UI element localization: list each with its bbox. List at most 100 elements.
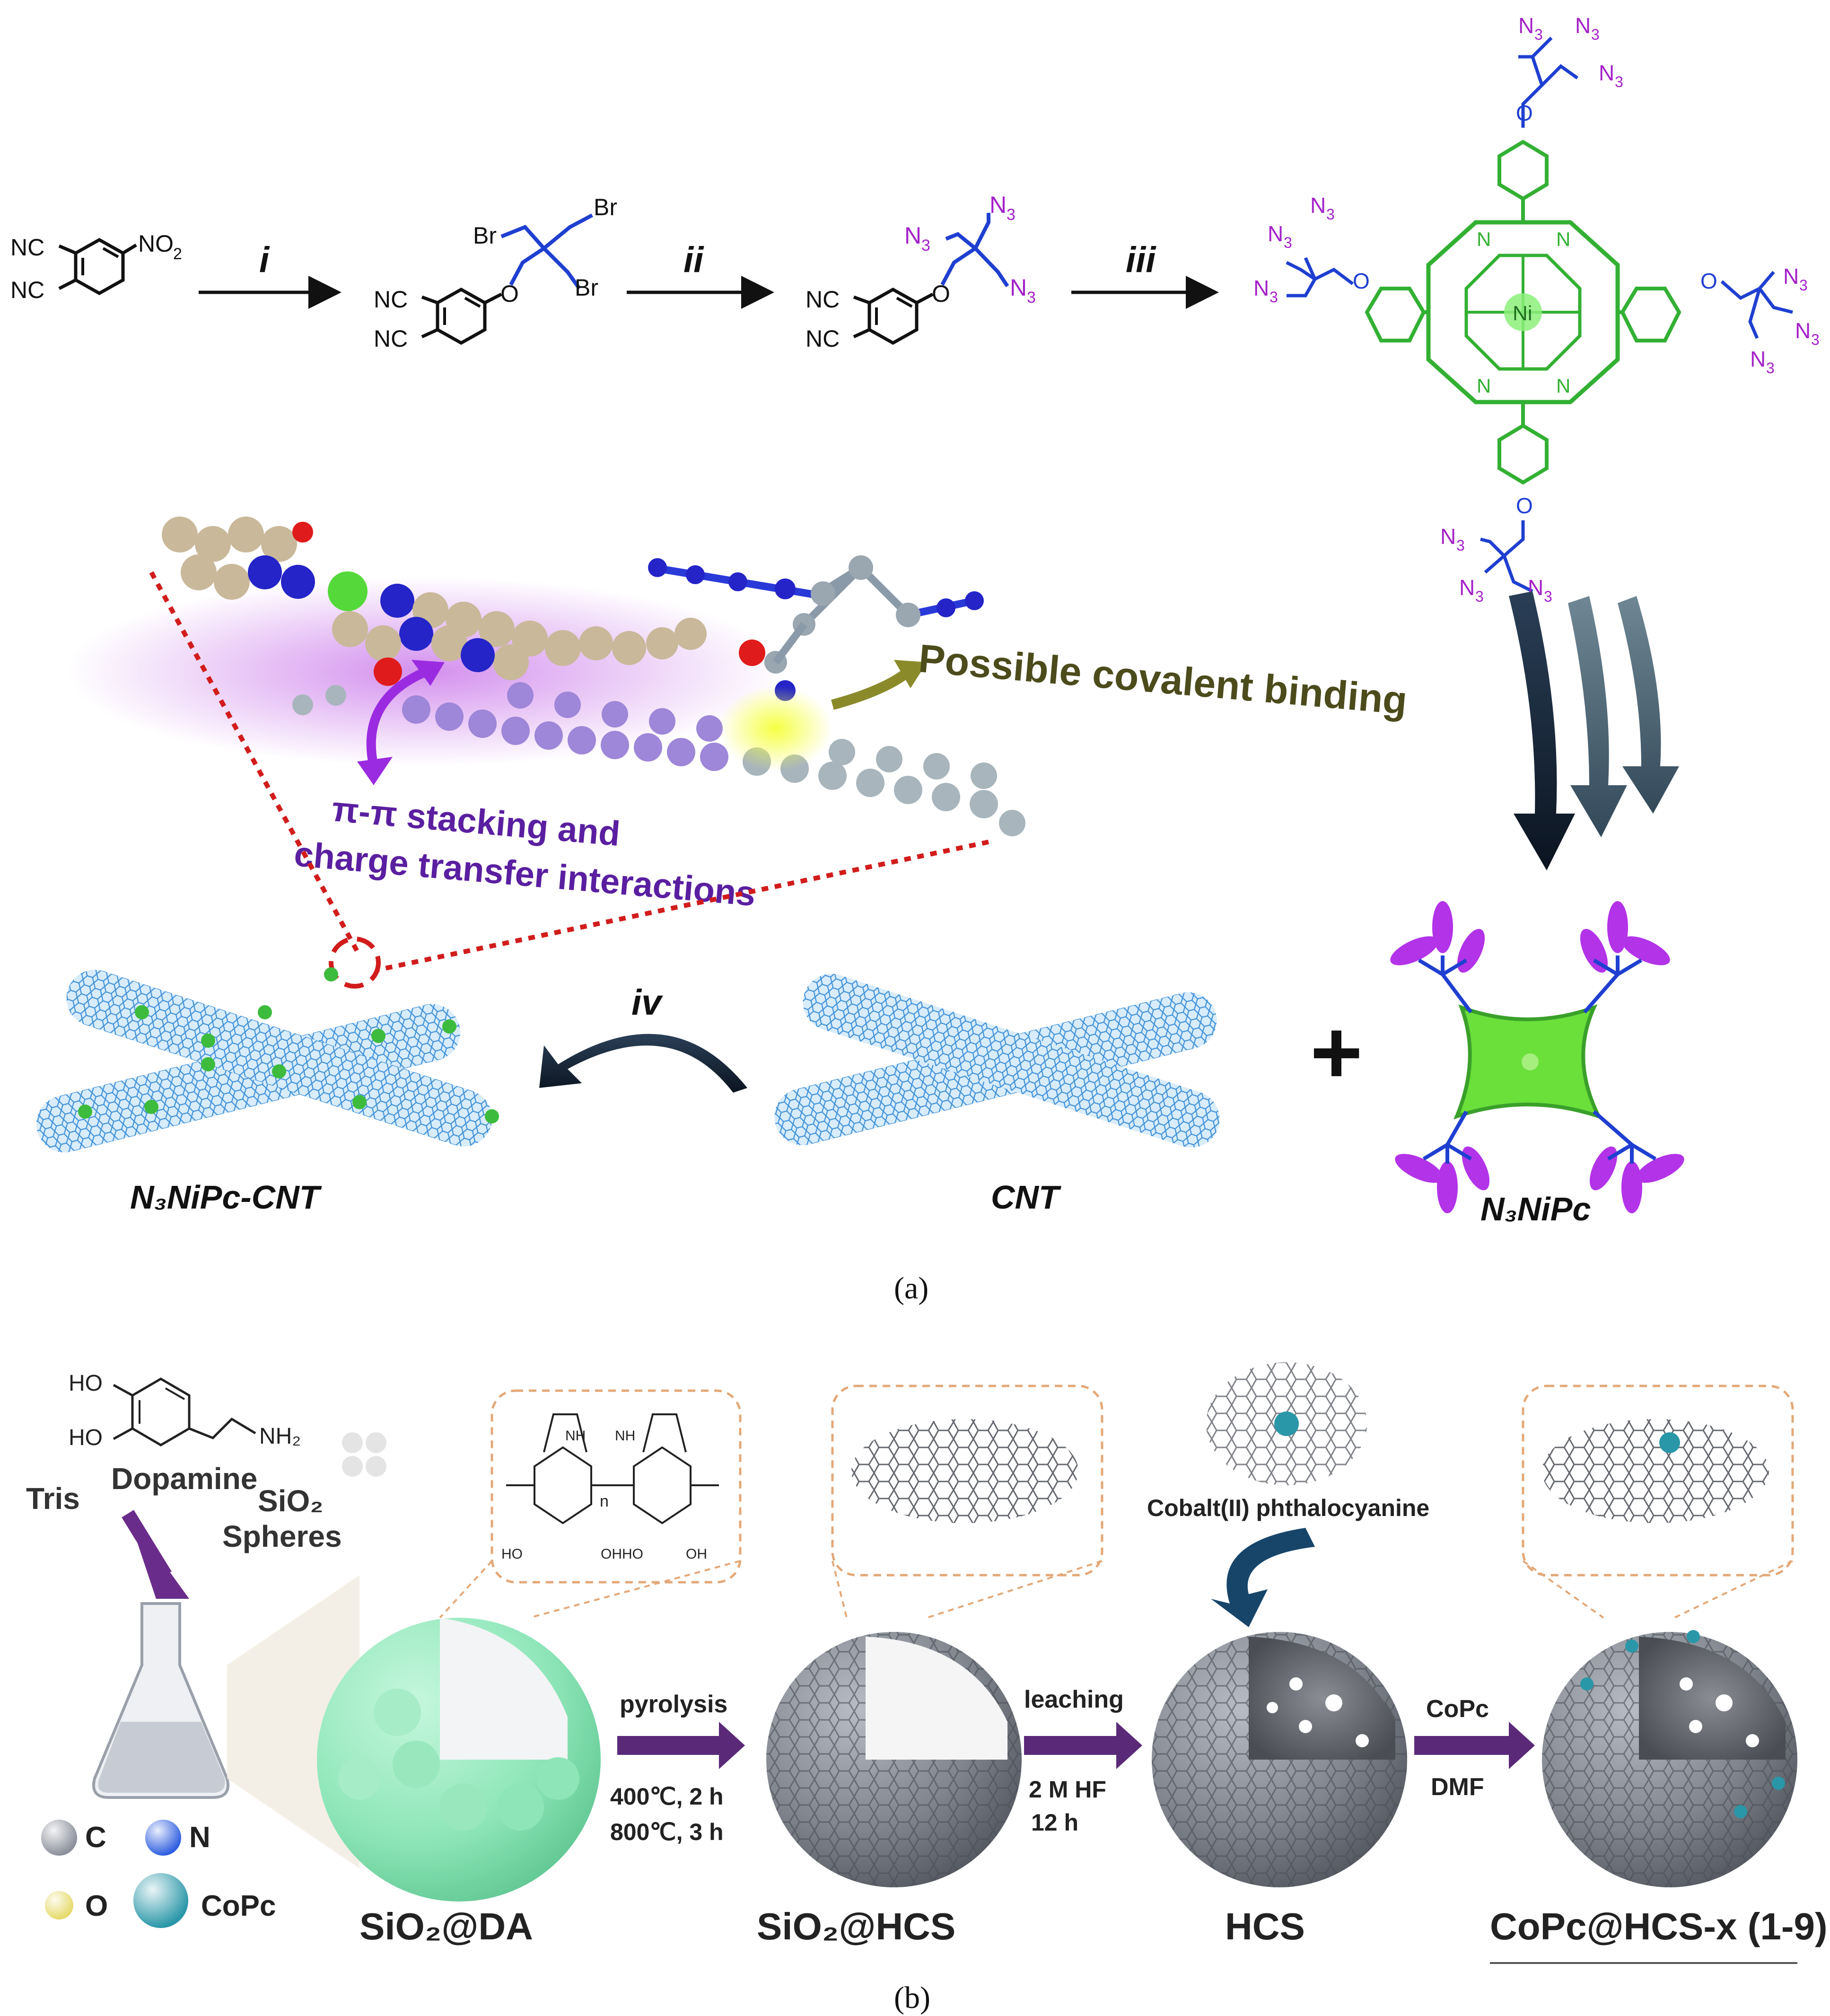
zoom-lines: [149, 571, 989, 989]
sphere-hcs: [1152, 1632, 1407, 1887]
flask-icon: [92, 1602, 229, 1799]
n3-label: N: [1599, 61, 1614, 85]
tris-label: Tris: [26, 1481, 80, 1516]
br-label: Br: [594, 194, 617, 220]
leaching-step1: 2 M HF: [1029, 1776, 1106, 1803]
sphere-sio2-hcs: [766, 1632, 1022, 1887]
molecule-n3nipc: Ni N N N N O O O O N 3 N 3 N 3 N 3: [1253, 13, 1820, 605]
n3-label: N: [1459, 575, 1475, 600]
nh-label: NH: [615, 1428, 635, 1444]
step-iv-arrow: [539, 1034, 747, 1093]
hcs-inset: [831, 1385, 1103, 1577]
n3-subscript: 3: [1591, 26, 1600, 43]
sio2-spheres-icon: [342, 1432, 386, 1477]
n3-subscript: 3: [1475, 588, 1484, 605]
legend-copc-label: CoPc: [201, 1890, 276, 1922]
pc-n-label: N: [1556, 375, 1570, 397]
interaction-model: Possible covalent binding π-π stacking a…: [66, 517, 1409, 913]
caption-a: (a): [894, 1271, 928, 1306]
ni-label: Ni: [1513, 302, 1532, 325]
sphere-copc-hcs: [1542, 1630, 1797, 1887]
n3-label: N: [1268, 221, 1283, 246]
step-i-label: i: [259, 240, 270, 280]
nc-label: NC: [374, 325, 408, 352]
n3-label: N: [989, 192, 1007, 218]
n3-label: N: [1750, 347, 1766, 371]
copc-molecule: [1206, 1362, 1367, 1485]
label-copc-hcs: CoPc@HCS-x (1-9): [1490, 1905, 1828, 1947]
pyrolysis-label: pyrolysis: [620, 1691, 727, 1718]
pc-ether-o: O: [1516, 493, 1533, 518]
n3-label: N: [1010, 274, 1027, 301]
label-sio2-hcs: SiO₂@HCS: [757, 1905, 955, 1947]
nc-label: NC: [806, 286, 840, 313]
atom-legend: C N O CoPc: [41, 1820, 276, 1928]
n3-label: N: [1783, 264, 1799, 289]
process-arrows: [617, 1722, 1535, 1769]
step-iv-label: iv: [631, 982, 663, 1023]
ohho-label: OHHO: [601, 1546, 643, 1562]
molecule-nitrophthalonitrile: NC NC NO 2: [10, 230, 182, 303]
n3-subscript: 3: [1534, 26, 1543, 43]
spheres-label: Spheres: [222, 1519, 342, 1553]
covalent-annotation: Possible covalent binding: [917, 636, 1409, 723]
nc-label: NC: [374, 286, 408, 313]
cnt-wall: [292, 682, 1025, 836]
covalent-arrow: [831, 667, 911, 710]
pc-ether-o: O: [1353, 269, 1370, 293]
label-sio2-da: SiO₂@DA: [359, 1905, 533, 1947]
n3-subscript: 3: [921, 237, 930, 254]
n3-label: N: [1795, 318, 1811, 343]
nh-label: NH: [565, 1428, 586, 1444]
zoom-circle: [329, 937, 381, 989]
label-n3nipc-cnt: N₃NiPc-CNT: [130, 1179, 322, 1216]
molecule-tribromo-ether: NC NC O Br Br Br: [374, 194, 617, 352]
n3-label: N: [1575, 13, 1591, 38]
legend-o-label: O: [85, 1890, 108, 1922]
oh-label: OH: [686, 1546, 707, 1562]
ho-label: HO: [69, 1425, 103, 1450]
stacking-annotation-line2: charge transfer interactions: [293, 834, 757, 913]
pc-n-label: N: [1477, 228, 1491, 250]
down-arrows: [1509, 591, 1679, 870]
n3nipc-cartoon: [1390, 901, 1684, 1213]
n3-subscript: 3: [1326, 206, 1335, 223]
n3-label: N: [904, 222, 921, 249]
cnt-bare: [774, 973, 1220, 1148]
pyrolysis-step1: 400℃, 2 h: [610, 1783, 724, 1810]
reaction-scheme: NC NC NO 2 i NC NC O Br Br Br: [10, 13, 1820, 605]
copc-hcs-inset: [1522, 1385, 1794, 1577]
nc-label: NC: [10, 277, 44, 303]
n3-label: N: [1518, 13, 1534, 38]
n3-subscript: 3: [1615, 73, 1623, 90]
polydopamine-inset: NH NH n HO OHHO OH: [490, 1389, 742, 1584]
n3-subscript: 3: [1027, 289, 1036, 307]
polymer-index: n: [600, 1492, 609, 1510]
cnt-product: [36, 967, 499, 1153]
label-n3nipc: N₃NiPc: [1480, 1191, 1591, 1227]
pyrolysis-step2: 800℃, 3 h: [610, 1819, 724, 1845]
ether-o-label: O: [932, 280, 950, 307]
no2-label: NO: [138, 230, 174, 257]
leaching-label: leaching: [1024, 1686, 1124, 1713]
legend-n-label: N: [189, 1821, 210, 1854]
pc-n-label: N: [1477, 375, 1491, 397]
stacking-double-arrow: [366, 667, 428, 768]
leaching-step2: 12 h: [1031, 1809, 1078, 1836]
pc-layer: [162, 517, 765, 686]
n3-subscript: 3: [1766, 359, 1775, 377]
sphere-sio2-da: [317, 1618, 601, 1902]
step-ii-label: ii: [683, 240, 704, 280]
ho-label: HO: [501, 1546, 523, 1562]
n3-subscript: 3: [1007, 206, 1016, 224]
n3-label: N: [1253, 276, 1269, 300]
n3-subscript: 3: [1284, 234, 1292, 251]
label-hcs: HCS: [1225, 1905, 1305, 1947]
n3-label: N: [1440, 524, 1456, 549]
pc-ether-o: O: [1700, 269, 1717, 293]
n3-subscript: 3: [1811, 331, 1820, 348]
br-label: Br: [575, 274, 598, 301]
molecule-triazide-ether: NC NC O N 3 N 3 N 3: [806, 192, 1036, 352]
dmf-label: DMF: [1431, 1773, 1484, 1801]
